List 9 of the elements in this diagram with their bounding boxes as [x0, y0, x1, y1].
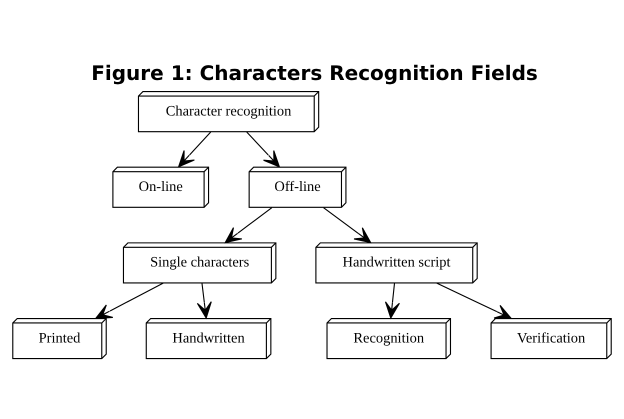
arrow	[246, 132, 280, 168]
arrow	[384, 283, 400, 319]
diagram-title: Figure 1: Characters Recognition Fields	[91, 60, 538, 85]
arrow	[95, 282, 164, 319]
arrow	[178, 132, 212, 168]
arrow	[436, 282, 512, 319]
arrow	[196, 283, 212, 319]
arrow	[323, 207, 372, 244]
arrow	[224, 207, 272, 244]
